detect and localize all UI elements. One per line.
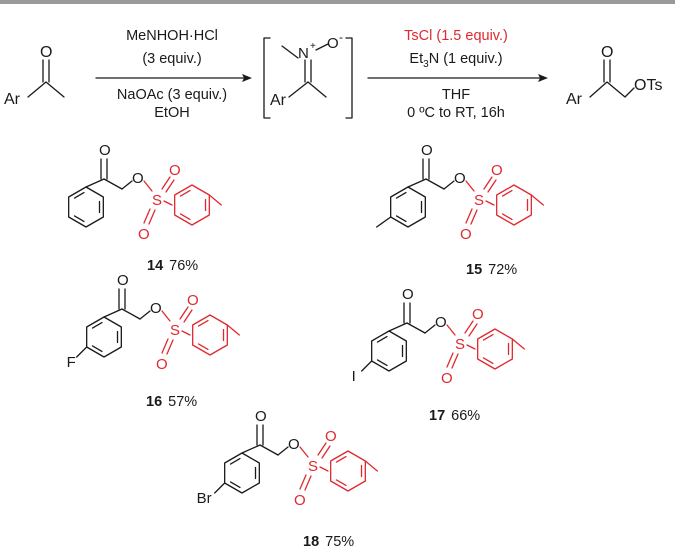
atom-label: O [601, 44, 613, 61]
base-reagent: Et3N (1 equiv.) [409, 51, 502, 70]
ester-oxygen: O [454, 170, 466, 187]
sulfonyl-oxygen: O [156, 356, 168, 373]
sulfur-atom: S [308, 458, 318, 475]
carbonyl-oxygen: O [255, 408, 267, 425]
halogen-label: I [352, 368, 356, 385]
top-rule [0, 0, 675, 4]
sulfonyl-oxygen: O [441, 370, 453, 387]
starting-ketone: O Ar [4, 44, 65, 108]
carbonyl-oxygen: O [421, 142, 433, 159]
ots-label: OTs [634, 77, 662, 94]
sulfur-atom: S [474, 192, 484, 209]
ester-oxygen: O [132, 170, 144, 187]
solvent-1: EtOH [154, 105, 189, 121]
sulfonyl-oxygen: O [169, 162, 181, 179]
sulfonyl-oxygen: O [472, 306, 484, 323]
solvent-2: THF [442, 87, 470, 103]
atom-label: N [298, 45, 309, 62]
halogen-label: F [67, 354, 76, 371]
product-tosylate: O Ar OTs [566, 44, 662, 108]
halogen-label: Br [197, 490, 212, 507]
sulfonyl-oxygen: O [491, 162, 503, 179]
sulfonyl-oxygen: O [460, 226, 472, 243]
carbonyl-oxygen: O [402, 286, 414, 303]
reaction-arrow-2: TsCl (1.5 equiv.) Et3N (1 equiv.) THF 0 … [367, 28, 548, 121]
reagent-1-equiv: (3 equiv.) [142, 51, 201, 67]
reagent-1: MeNHOH·HCl [126, 28, 218, 44]
atom-label: O [40, 44, 52, 61]
sulfur-atom: S [152, 192, 162, 209]
aryl-label: Ar [4, 91, 21, 108]
sulfonyl-oxygen: O [187, 292, 199, 309]
carbonyl-oxygen: O [117, 272, 129, 289]
sulfur-atom: S [455, 336, 465, 353]
sulfonyl-oxygen: O [138, 226, 150, 243]
reagent-2: NaOAc (3 equiv.) [117, 87, 227, 103]
carbonyl-oxygen: O [99, 142, 111, 159]
conditions: 0 ºC to RT, 16h [407, 105, 505, 121]
aryl-label: Ar [270, 92, 287, 109]
sulfur-atom: S [170, 322, 180, 339]
sulfonyl-oxygen: O [294, 492, 306, 509]
ester-oxygen: O [288, 436, 300, 453]
reaction-arrow-1: MeNHOH·HCl (3 equiv.) NaOAc (3 equiv.) E… [95, 28, 252, 121]
atom-label: O [327, 35, 339, 52]
aryl-label: Ar [566, 91, 583, 108]
sulfonyl-oxygen: O [325, 428, 337, 445]
charge-label: - [339, 30, 343, 44]
ester-oxygen: O [435, 314, 447, 331]
nitrone-intermediate: N + O - Ar [263, 30, 353, 119]
tscl-reagent: TsCl (1.5 equiv.) [404, 28, 508, 44]
charge-label: + [310, 41, 316, 52]
ester-oxygen: O [150, 300, 162, 317]
